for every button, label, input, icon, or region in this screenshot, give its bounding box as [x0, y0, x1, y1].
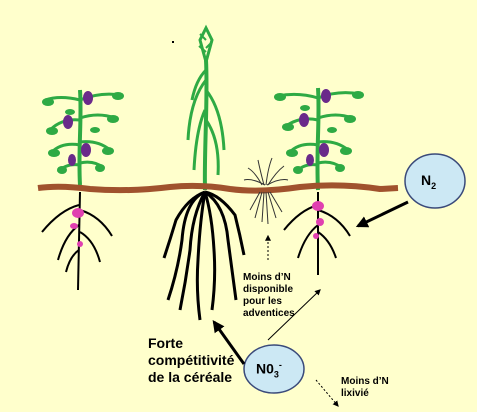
label-forte-competitivite: Forte compétitivité de la céréale [148, 335, 234, 386]
pea-plant-right-icon [274, 88, 364, 190]
dot-mark [172, 41, 174, 43]
pea-plant-left-icon [42, 90, 124, 185]
no3-label: N03- [256, 360, 282, 379]
arrow-n2-to-roots [358, 202, 408, 226]
cereal-plant-icon [188, 28, 224, 190]
label-moins-n-disponible: Moins d’N disponible pour les adventices [243, 272, 295, 320]
soil-line [38, 185, 398, 190]
pea-roots-left [42, 192, 112, 290]
cereal-roots [164, 192, 244, 320]
label-moins-n-lixivie: Moins d’N lixivié [341, 376, 389, 400]
n2-label: N2 [421, 172, 436, 191]
nodules-left [70, 208, 84, 247]
arrow-leaching-dotted [316, 380, 338, 406]
